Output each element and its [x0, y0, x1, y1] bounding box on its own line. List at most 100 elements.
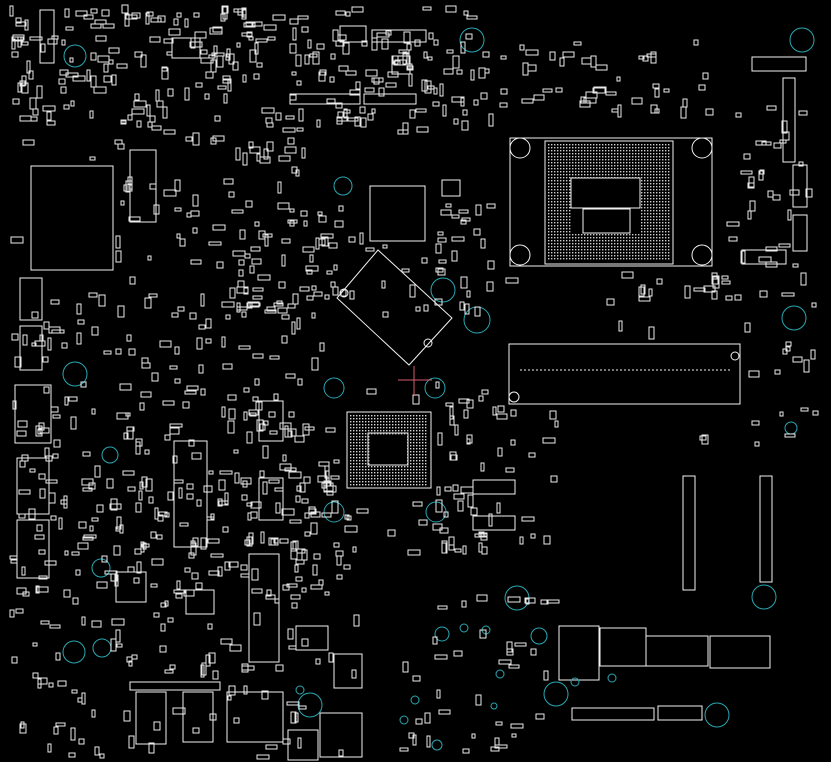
bga-ball — [656, 249, 658, 251]
smd-pad — [437, 268, 446, 276]
bga-ball — [362, 424, 364, 426]
bga-ball — [407, 415, 409, 417]
smd-pad — [64, 396, 69, 406]
bga-ball — [383, 421, 385, 423]
bga-ball — [626, 156, 628, 158]
smd-pad — [263, 148, 269, 160]
bga-ball — [419, 433, 421, 435]
smd-pad — [382, 244, 388, 249]
bga-ball — [389, 469, 391, 471]
bga-ball — [605, 255, 607, 257]
bga-ball — [605, 177, 607, 179]
bga-ball — [566, 192, 568, 194]
bga-ball — [362, 445, 364, 447]
bga-ball — [617, 168, 619, 170]
smd-pad — [507, 596, 521, 603]
bga-ball — [653, 228, 655, 230]
bga-ball — [644, 165, 646, 167]
smd-pad — [621, 271, 634, 279]
smd-pad — [304, 54, 310, 65]
bga-ball — [407, 457, 409, 459]
bga-ball — [557, 144, 559, 146]
smd-pad — [184, 390, 197, 395]
bga-ball — [665, 150, 667, 152]
bga-ball — [569, 255, 571, 257]
bga-ball — [554, 222, 556, 224]
smd-pad — [91, 620, 102, 628]
smd-pad — [258, 230, 266, 240]
bga-ball — [641, 168, 643, 170]
bga-ball — [404, 484, 406, 486]
bga-ball — [365, 424, 367, 426]
smd-pad — [17, 420, 28, 428]
smd-pad — [47, 743, 52, 753]
smd-pad — [421, 257, 428, 264]
bga-ball — [593, 165, 595, 167]
smd-pad — [663, 88, 670, 93]
bga-ball — [656, 228, 658, 230]
bga-ball — [554, 186, 556, 188]
bga-ball — [614, 147, 616, 149]
bga-ball — [566, 186, 568, 188]
smd-pad — [275, 112, 282, 121]
smd-pad — [140, 54, 147, 68]
bga-ball — [647, 156, 649, 158]
bga-ball — [620, 159, 622, 161]
bga-ball — [563, 222, 565, 224]
bga-ball — [353, 436, 355, 438]
bga-ball — [632, 249, 634, 251]
smd-pad — [385, 30, 392, 36]
smd-pad — [203, 485, 213, 493]
bga-ball — [554, 195, 556, 197]
bga-ball — [668, 147, 670, 149]
bga-ball — [383, 424, 385, 426]
smd-pad — [618, 320, 623, 332]
bga-ball — [650, 207, 652, 209]
bga-ball — [389, 472, 391, 474]
smd-pad — [28, 508, 36, 520]
mounting-hole — [91, 558, 111, 578]
bga-ball — [587, 258, 589, 260]
bga-ball — [641, 243, 643, 245]
bga-ball — [377, 475, 379, 477]
bga-ball — [419, 415, 421, 417]
bga-ball — [353, 448, 355, 450]
smd-pad — [721, 275, 729, 280]
smd-pad — [72, 75, 86, 82]
smd-pad — [48, 326, 61, 334]
bga-ball — [548, 240, 550, 242]
bga-ball — [647, 243, 649, 245]
bga-ball — [380, 466, 382, 468]
bga-ball — [371, 475, 373, 477]
smd-pad — [336, 117, 343, 125]
bga-ball — [410, 436, 412, 438]
bga-ball — [662, 192, 664, 194]
bga-ball — [554, 198, 556, 200]
smd-pad — [451, 214, 460, 219]
smd-pad — [530, 533, 536, 539]
smd-pad — [178, 487, 183, 499]
bga-ball — [395, 484, 397, 486]
bga-ball — [563, 147, 565, 149]
smd-pad — [217, 85, 227, 90]
bga-ball — [554, 162, 556, 164]
smd-pad — [78, 521, 87, 529]
smd-pad — [540, 599, 549, 605]
smd-pad — [640, 284, 646, 295]
smd-pad — [638, 55, 645, 60]
smd-pad — [277, 181, 282, 194]
bga-ball — [362, 418, 364, 420]
smd-pad — [58, 517, 63, 530]
bga-ball — [413, 418, 415, 420]
bga-ball — [569, 210, 571, 212]
bga-ball — [572, 168, 574, 170]
smd-pad — [174, 346, 180, 355]
bga-ball — [659, 231, 661, 233]
smd-pad — [654, 88, 660, 98]
bga-ball — [548, 150, 550, 152]
bga-ball — [557, 246, 559, 248]
bga-ball — [353, 472, 355, 474]
bga-ball — [641, 204, 643, 206]
bga-ball — [641, 195, 643, 197]
bga-ball — [557, 198, 559, 200]
